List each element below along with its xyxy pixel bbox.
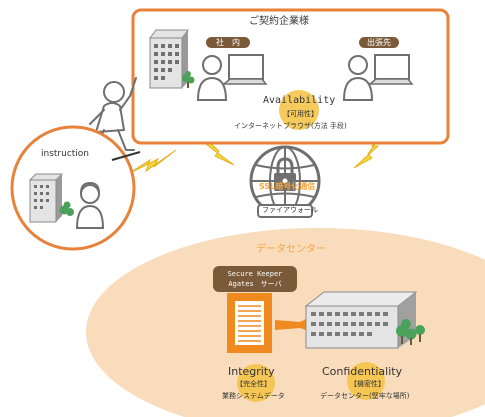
office-title: ご契約企業様 bbox=[249, 16, 309, 27]
availability-badge bbox=[279, 90, 319, 130]
support-staff-icon bbox=[75, 181, 105, 229]
internal-user-icon bbox=[196, 55, 228, 101]
instruction-label: instruction bbox=[41, 149, 90, 159]
integrity-desc: 業務システムデータ bbox=[222, 392, 285, 400]
datacenter-building-icon bbox=[304, 291, 425, 349]
confidentiality-badge bbox=[347, 362, 385, 400]
confidentiality-title: Confidentiality bbox=[322, 365, 403, 378]
remote-tag: 出張先 bbox=[359, 37, 399, 48]
integrity-title: Integrity bbox=[228, 365, 275, 378]
lightning-left-icon bbox=[127, 149, 177, 175]
confidentiality-desc: データセンター(堅牢な場所) bbox=[320, 392, 410, 400]
server-tag: Secure Keeper Agates サーバ bbox=[213, 266, 297, 292]
internal-tag: 社 内 bbox=[206, 37, 250, 48]
instruction-pointer bbox=[111, 151, 141, 161]
firewall-label: ファイアウォール bbox=[262, 206, 318, 214]
document-icon bbox=[227, 293, 272, 353]
padlock-icon bbox=[274, 157, 296, 191]
integrity-badge bbox=[237, 364, 275, 402]
ssl-label: SSL暗号化通信 bbox=[259, 182, 316, 191]
availability-desc: インターネットブラウザ(方法 手段) bbox=[234, 122, 347, 130]
office-building-icon bbox=[149, 29, 195, 89]
server-tag-line1: Secure Keeper bbox=[227, 270, 283, 278]
remote-pc-icon bbox=[367, 54, 414, 85]
remote-user-icon bbox=[342, 55, 374, 101]
lightning-office-right-icon bbox=[353, 127, 387, 169]
availability-title: Availability bbox=[263, 95, 336, 106]
arrow-to-datacenter bbox=[275, 316, 312, 332]
availability-subtitle: 【可用性】 bbox=[283, 110, 318, 118]
server-tag-line2: Agates サーバ bbox=[228, 280, 282, 288]
datacenter-title: データセンター bbox=[256, 244, 326, 255]
internal-pc-icon bbox=[221, 54, 268, 85]
integrity-subtitle: 【完全性】 bbox=[236, 380, 271, 388]
instruction-building-icon bbox=[28, 173, 74, 223]
confidentiality-subtitle: 【機密性】 bbox=[350, 380, 385, 388]
